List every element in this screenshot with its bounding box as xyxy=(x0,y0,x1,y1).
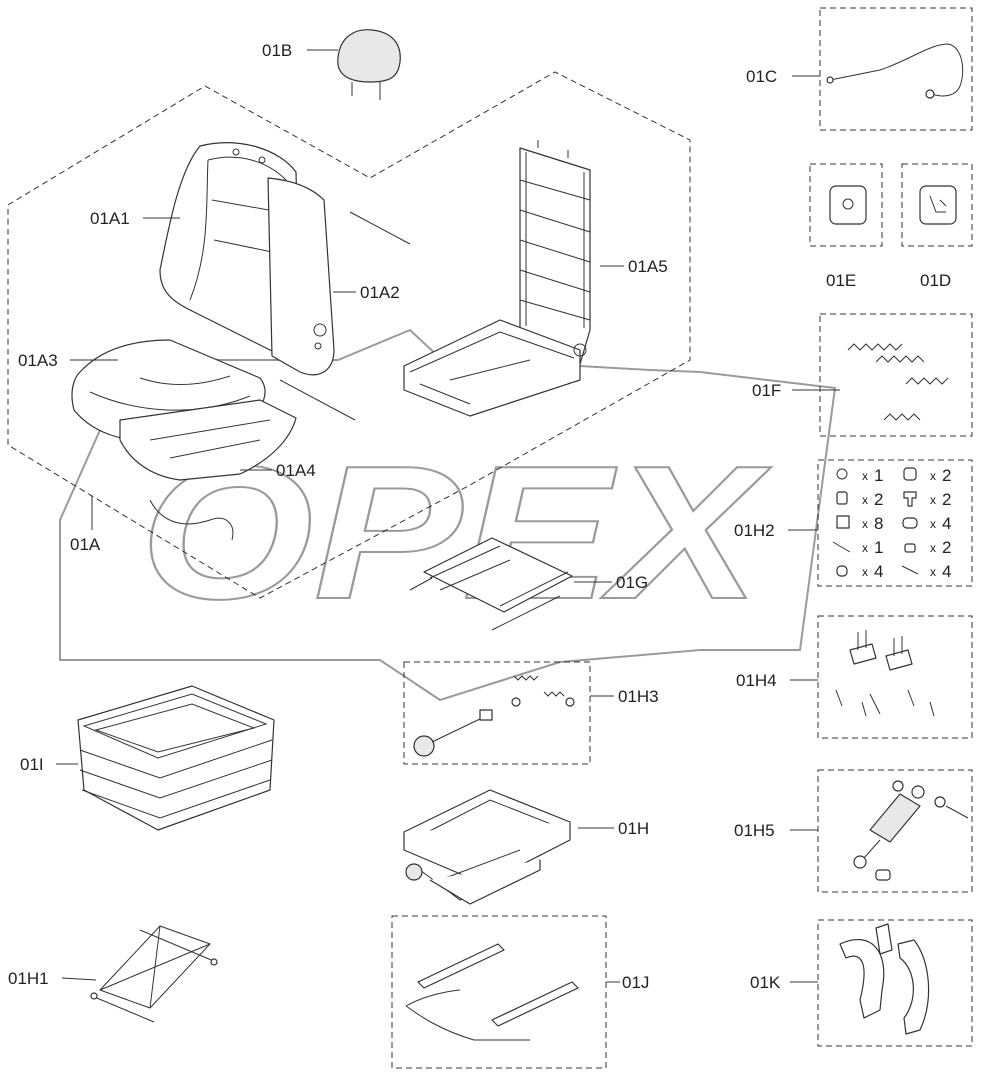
springs-box-01F xyxy=(792,313,973,437)
bushing-icon xyxy=(836,491,848,505)
label-01J: 01J xyxy=(622,973,649,992)
straps-box-01K xyxy=(790,919,973,1047)
bellows-01I xyxy=(56,685,275,831)
label-01K: 01K xyxy=(750,973,781,992)
ring-icon xyxy=(836,468,848,480)
qty-pin: 1 xyxy=(874,538,883,557)
suspension-01H xyxy=(403,789,614,905)
back-cover-01A2 xyxy=(267,177,356,376)
svg-text:x: x xyxy=(930,517,936,531)
qty-clip: 8 xyxy=(874,514,883,533)
label-01C: 01C xyxy=(746,67,777,86)
svg-text:x: x xyxy=(862,469,868,483)
small-nut-icon xyxy=(904,543,916,553)
qty-small-nut: 2 xyxy=(942,538,951,557)
hardware-kit-01H2: x 1 x 2 x 8 x 1 x 4 x 2 x 2 x 4 x 2 x 4 xyxy=(788,459,973,587)
svg-text:x: x xyxy=(930,493,936,507)
trim-strip xyxy=(279,379,356,421)
slide-rails-01G xyxy=(409,537,612,631)
pin-icon xyxy=(832,541,851,553)
trim-strip xyxy=(349,211,411,245)
label-01D: 01D xyxy=(920,271,951,290)
rod-icon xyxy=(901,565,919,575)
label-01I: 01I xyxy=(20,755,44,774)
label-01H5: 01H5 xyxy=(734,821,775,840)
cable-box-01C xyxy=(792,7,973,131)
label-01G: 01G xyxy=(616,573,648,592)
nut-icon xyxy=(903,467,917,481)
switch-box-01E xyxy=(809,163,883,247)
label-01B: 01B xyxy=(262,41,292,60)
svg-text:x: x xyxy=(930,541,936,555)
label-01H: 01H xyxy=(618,819,649,838)
label-01A4: 01A4 xyxy=(276,461,316,480)
label-01A: 01A xyxy=(70,535,101,554)
qty-rod: 4 xyxy=(942,562,951,581)
label-01H2: 01H2 xyxy=(734,521,775,540)
label-01A1: 01A1 xyxy=(90,209,130,228)
seat-base-01A4 xyxy=(119,399,297,541)
switch-box-01D xyxy=(901,163,973,247)
qty-nut: 2 xyxy=(942,466,951,485)
qty-grommet: 4 xyxy=(942,514,951,533)
label-01H1: 01H1 xyxy=(8,969,49,988)
svg-text:x: x xyxy=(930,565,936,579)
label-01H3: 01H3 xyxy=(618,687,659,706)
label-01A2: 01A2 xyxy=(360,283,400,302)
brackets-box-01H4 xyxy=(790,615,973,739)
knob-kit-01H3 xyxy=(403,661,614,765)
qty-bolt: 2 xyxy=(942,490,951,509)
headrest-01B xyxy=(307,29,401,100)
rails-kit-01J xyxy=(391,915,620,1069)
svg-text:x: x xyxy=(862,565,868,579)
svg-text:x: x xyxy=(862,517,868,531)
label-01F: 01F xyxy=(752,381,781,400)
grommet-icon xyxy=(902,517,918,529)
qty-cap: 4 xyxy=(874,562,883,581)
qty-ring: 1 xyxy=(874,466,883,485)
label-01E: 01E xyxy=(826,271,856,290)
seat-frame-01A5 xyxy=(403,140,624,417)
svg-text:x: x xyxy=(930,469,936,483)
cap-icon xyxy=(836,565,848,577)
label-01H4: 01H4 xyxy=(736,671,777,690)
bolt-icon xyxy=(903,491,917,507)
scissor-01H1 xyxy=(61,925,218,1023)
svg-text:x: x xyxy=(862,493,868,507)
damper-box-01H5 xyxy=(790,769,973,893)
label-01A3: 01A3 xyxy=(18,351,58,370)
clip-icon xyxy=(836,515,850,529)
qty-bushing: 2 xyxy=(874,490,883,509)
svg-text:x: x xyxy=(862,541,868,555)
label-01A5: 01A5 xyxy=(628,257,668,276)
assembly-01A-boundary xyxy=(7,71,691,599)
